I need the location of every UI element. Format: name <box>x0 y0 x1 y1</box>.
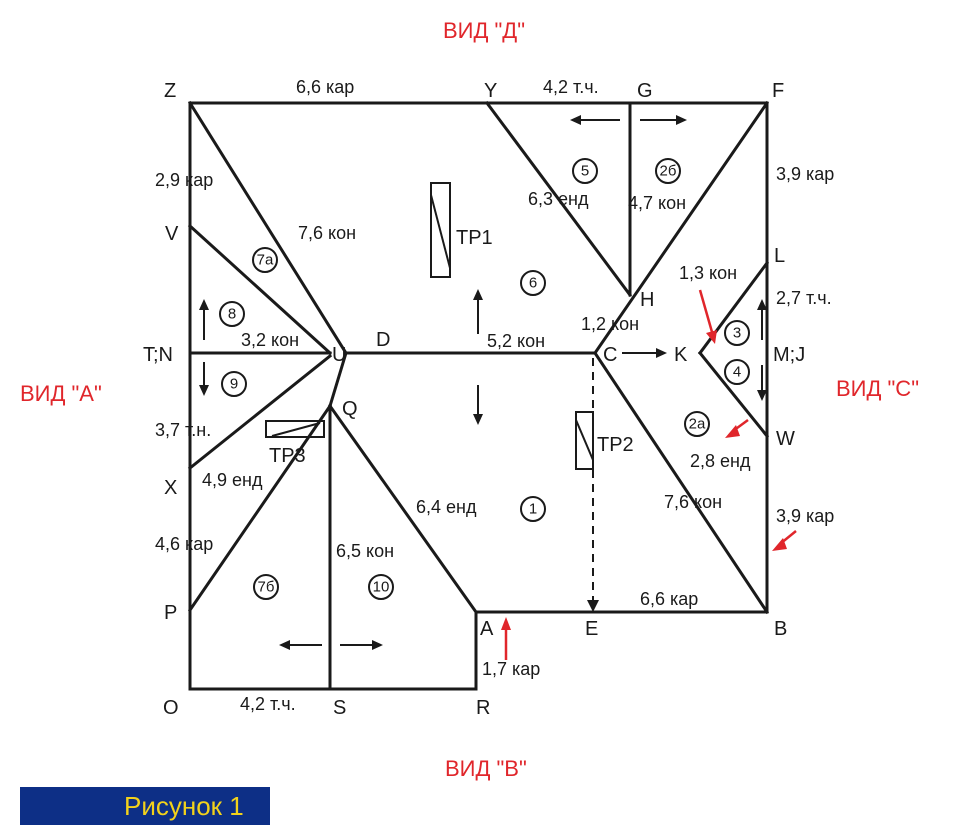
point-u: U <box>332 344 346 366</box>
point-p: P <box>164 602 177 624</box>
dim-qs: 6,5 кон <box>336 541 394 561</box>
dim-wb: 3,9 кар <box>776 506 834 526</box>
point-s: S <box>333 697 346 719</box>
line-z-u <box>187 100 349 356</box>
point-b: B <box>774 618 787 640</box>
dim-qa: 6,4 енд <box>416 497 477 517</box>
point-l: L <box>774 245 785 267</box>
region-10: 10 <box>373 579 390 596</box>
line-k-w <box>697 350 770 439</box>
tp1-label: ТР1 <box>456 227 493 249</box>
region-9: 9 <box>230 376 238 393</box>
line-c-b <box>592 350 770 615</box>
dim-eb: 6,6 кар <box>640 589 698 609</box>
region-7b: 7б <box>258 579 275 596</box>
line-y-h <box>484 100 633 298</box>
dim-zu: 7,6 кон <box>298 223 356 243</box>
region-7a: 7а <box>257 252 274 269</box>
point-d: D <box>376 329 390 351</box>
tp3-rect <box>265 420 325 438</box>
dim-dc: 5,2 кон <box>487 331 545 351</box>
line-x-u <box>187 353 333 471</box>
region-6: 6 <box>529 275 537 292</box>
tp2-rect <box>575 411 594 470</box>
dim-tx: 3,7 т.н. <box>155 420 211 440</box>
region-8: 8 <box>228 306 236 323</box>
region-2b: 2б <box>660 163 677 180</box>
point-w: W <box>776 428 795 450</box>
dim-ar: 1,7 кар <box>482 659 540 679</box>
point-y: Y <box>484 80 497 102</box>
dim-zy: 6,6 кар <box>296 77 354 97</box>
point-c: C <box>603 344 617 366</box>
dim-cb: 7,6 кон <box>664 492 722 512</box>
point-tn: T;N <box>143 344 173 366</box>
line-f-c <box>592 100 770 356</box>
region-5: 5 <box>581 163 589 180</box>
tp2-label: ТР2 <box>597 434 634 456</box>
line-q-a <box>327 403 479 615</box>
point-g: G <box>637 80 653 102</box>
slope-arrows <box>199 115 767 650</box>
red-pointer-arrows <box>501 289 797 660</box>
dim-fl: 3,9 кар <box>776 164 834 184</box>
dim-lm: 2,7 т.ч. <box>776 288 832 308</box>
view-label-right: ВИД "С" <box>836 376 919 401</box>
region-4: 4 <box>733 364 741 381</box>
point-h: H <box>640 289 654 311</box>
point-e: E <box>585 618 598 640</box>
point-z: Z <box>164 80 176 102</box>
line-q-p <box>187 403 333 613</box>
point-k: K <box>674 344 688 366</box>
region-2a: 2а <box>689 416 706 433</box>
dim-vu: 3,2 кон <box>241 330 299 350</box>
region-circles <box>219 158 750 600</box>
dim-os: 4,2 т.ч. <box>240 694 296 714</box>
dim-kl: 1,3 кон <box>679 263 737 283</box>
dim-gh: 4,7 кон <box>628 193 686 213</box>
dim-xu: 4,9 енд <box>202 470 263 490</box>
dim-yh: 6,3 енд <box>528 189 589 209</box>
view-label-left: ВИД "А" <box>20 381 102 406</box>
point-x: X <box>164 477 177 499</box>
dim-yg: 4,2 т.ч. <box>543 77 599 97</box>
point-o: O <box>163 697 179 719</box>
point-r: R <box>476 697 490 719</box>
line-u-q-bend <box>328 351 348 408</box>
tp3-label: ТР3 <box>269 445 306 467</box>
line-v-u <box>187 223 333 356</box>
region-1: 1 <box>529 501 537 518</box>
point-mj: M;J <box>773 344 805 366</box>
point-a: A <box>480 618 494 640</box>
view-label-top: ВИД "Д" <box>443 18 525 43</box>
dim-kw: 2,8 енд <box>690 451 751 471</box>
figure-caption: Рисунок 1 <box>20 787 270 825</box>
tp1-rect <box>430 182 451 278</box>
dim-zv: 2,9 кар <box>155 170 213 190</box>
region-3: 3 <box>733 325 741 342</box>
arrow-head-e <box>587 600 599 612</box>
point-v: V <box>165 223 179 245</box>
view-label-bottom: ВИД "В" <box>445 756 527 781</box>
point-q: Q <box>342 398 358 420</box>
dim-hc: 1,2 кон <box>581 314 639 334</box>
dim-xp: 4,6 кар <box>155 534 213 554</box>
point-f: F <box>772 80 784 102</box>
